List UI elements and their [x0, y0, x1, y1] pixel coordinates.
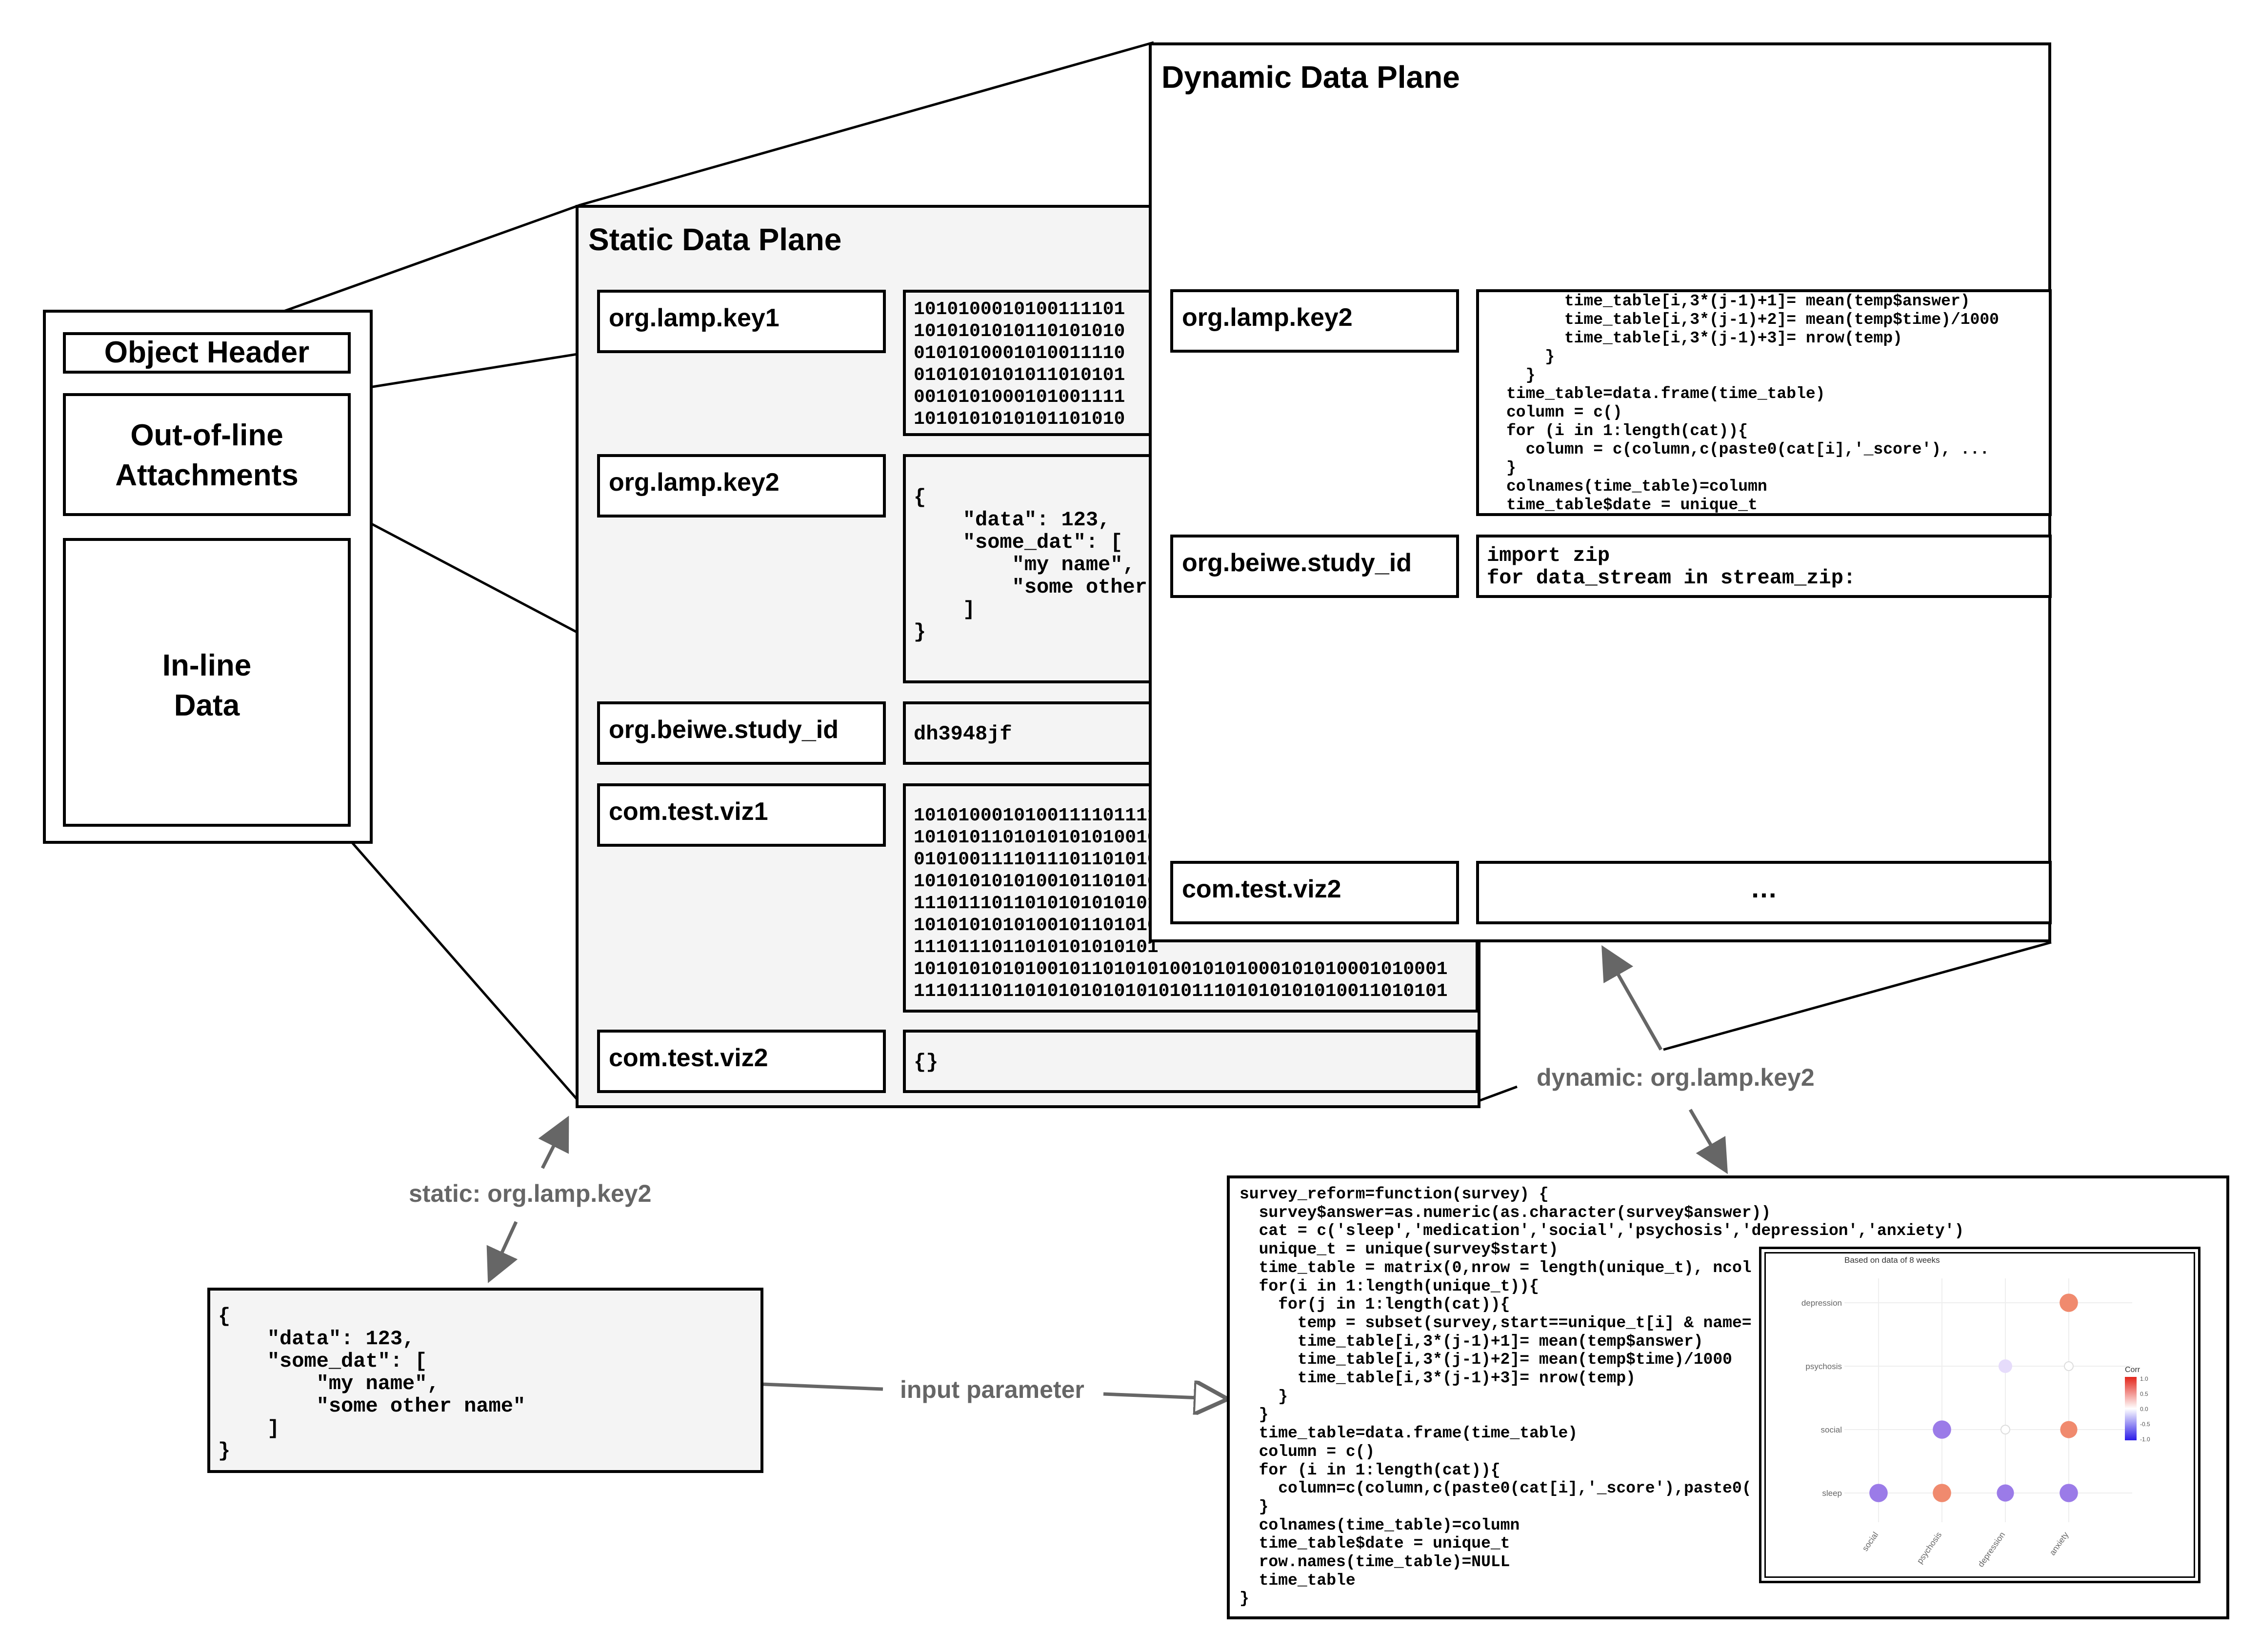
object-container: Object Header Out-of-line Attachments In…: [43, 310, 373, 844]
mini-chart-x-label: psychosis: [1915, 1530, 1943, 1565]
static-key-beiwe-study-id: org.beiwe.study_id: [597, 701, 886, 765]
mini-chart-y-label: social: [1821, 1425, 1842, 1434]
dynamic-value-lamp-key2: time_table[i,3*(j-1)+1]= mean(temp$answe…: [1476, 289, 2052, 516]
static-key-lamp-key1: org.lamp.key1: [597, 290, 886, 353]
mini-chart-legend-bar: [2125, 1377, 2137, 1440]
dynamic-value-beiwe-study-id: import zip for data_stream in stream_zip…: [1476, 535, 2052, 598]
mini-chart-cell: [2064, 1361, 2074, 1371]
mini-chart-cell: [2060, 1421, 2078, 1438]
static-key-test-viz2: com.test.viz2: [597, 1030, 886, 1093]
input-parameter-label: input parameter: [895, 1375, 1089, 1404]
mini-chart-x-label: social: [1860, 1530, 1880, 1553]
mini-chart-y-label: sleep: [1822, 1489, 1842, 1498]
out-of-line-attachments: Out-of-line Attachments: [63, 393, 351, 516]
mini-chart-x-label: depression: [1976, 1530, 2007, 1569]
flow-arrows: [486, 945, 1728, 1399]
static-key-lamp-key2: org.lamp.key2: [597, 454, 886, 517]
dynamic-key-test-viz2: com.test.viz2: [1170, 861, 1459, 924]
mini-chart-legend-tick: -1.0: [2140, 1436, 2150, 1443]
zoom-line: [350, 512, 581, 636]
input-param-arrow: [1103, 1394, 1224, 1399]
mini-chart-y-label: psychosis: [1805, 1362, 1842, 1371]
mini-chart-legend-title: Corr: [2125, 1366, 2140, 1374]
mini-chart-frame: Based on data of 8 weeks depression psycho…: [1759, 1247, 2200, 1583]
static-flow-arrow-down: [486, 1221, 518, 1283]
static-value-test-viz2: {}: [903, 1030, 1479, 1093]
input-param-line: [763, 1382, 883, 1391]
json-input-box: { "data": 123, "some_dat": [ "my name", …: [207, 1288, 763, 1473]
dynamic-data-plane: Dynamic Data Plane org.lamp.key2 time_ta…: [1149, 42, 2052, 942]
mini-chart-legend-tick: -0.5: [2140, 1421, 2150, 1428]
dynamic-flow-arrow-up: [1601, 945, 1663, 1051]
static-flow-arrow-up: [538, 1115, 569, 1169]
code-output-box: survey_reform=function(survey) { survey$…: [1227, 1175, 2229, 1619]
mini-chart-cell: [2060, 1484, 2078, 1502]
dynamic-plane-bottom-edge: [1663, 941, 2052, 1051]
mini-chart-legend-tick: 1.0: [2140, 1375, 2148, 1382]
mini-chart-cell: [1999, 1359, 2012, 1373]
dynamic-flow-label: dynamic: org.lamp.key2: [1532, 1063, 1820, 1092]
mini-chart-legend-tick: 0.0: [2140, 1406, 2148, 1413]
mini-correlation-chart: Based on data of 8 weeks depression psycho…: [1801, 1255, 2150, 1569]
mini-chart-cell: [2000, 1425, 2010, 1434]
static-flow-label: static: org.lamp.key2: [404, 1179, 657, 1208]
mini-chart-y-label: depression: [1801, 1298, 1842, 1308]
mini-chart-legend-tick: 0.5: [2140, 1391, 2148, 1397]
mini-chart-cell: [1933, 1420, 1951, 1439]
zoom-line: [580, 41, 1154, 206]
static-key-test-viz1: com.test.viz1: [597, 783, 886, 847]
in-line-data: In-line Data: [63, 538, 351, 827]
zoom-line: [351, 352, 581, 392]
object-header: Object Header: [63, 332, 351, 374]
dynamic-key-lamp-key2: org.lamp.key2: [1170, 289, 1459, 353]
code-output-text: survey_reform=function(survey) { survey$…: [1240, 1185, 1964, 1608]
dynamic-value-test-viz2: …: [1476, 861, 2052, 924]
mini-chart-cell: [1869, 1484, 1888, 1502]
dynamic-flow-arrow-down: [1688, 1109, 1728, 1174]
dynamic-plane-title: Dynamic Data Plane: [1161, 60, 1460, 95]
mini-chart-x-label: anxiety: [2048, 1530, 2071, 1557]
mini-chart-title: Based on data of 8 weeks: [1844, 1255, 1940, 1265]
mini-chart-cell: [1997, 1484, 2014, 1502]
static-plane-title: Static Data Plane: [588, 222, 842, 257]
mini-chart-cell: [2060, 1294, 2078, 1312]
mini-chart-cell: [1933, 1484, 1951, 1502]
dynamic-key-beiwe-study-id: org.beiwe.study_id: [1170, 535, 1459, 598]
